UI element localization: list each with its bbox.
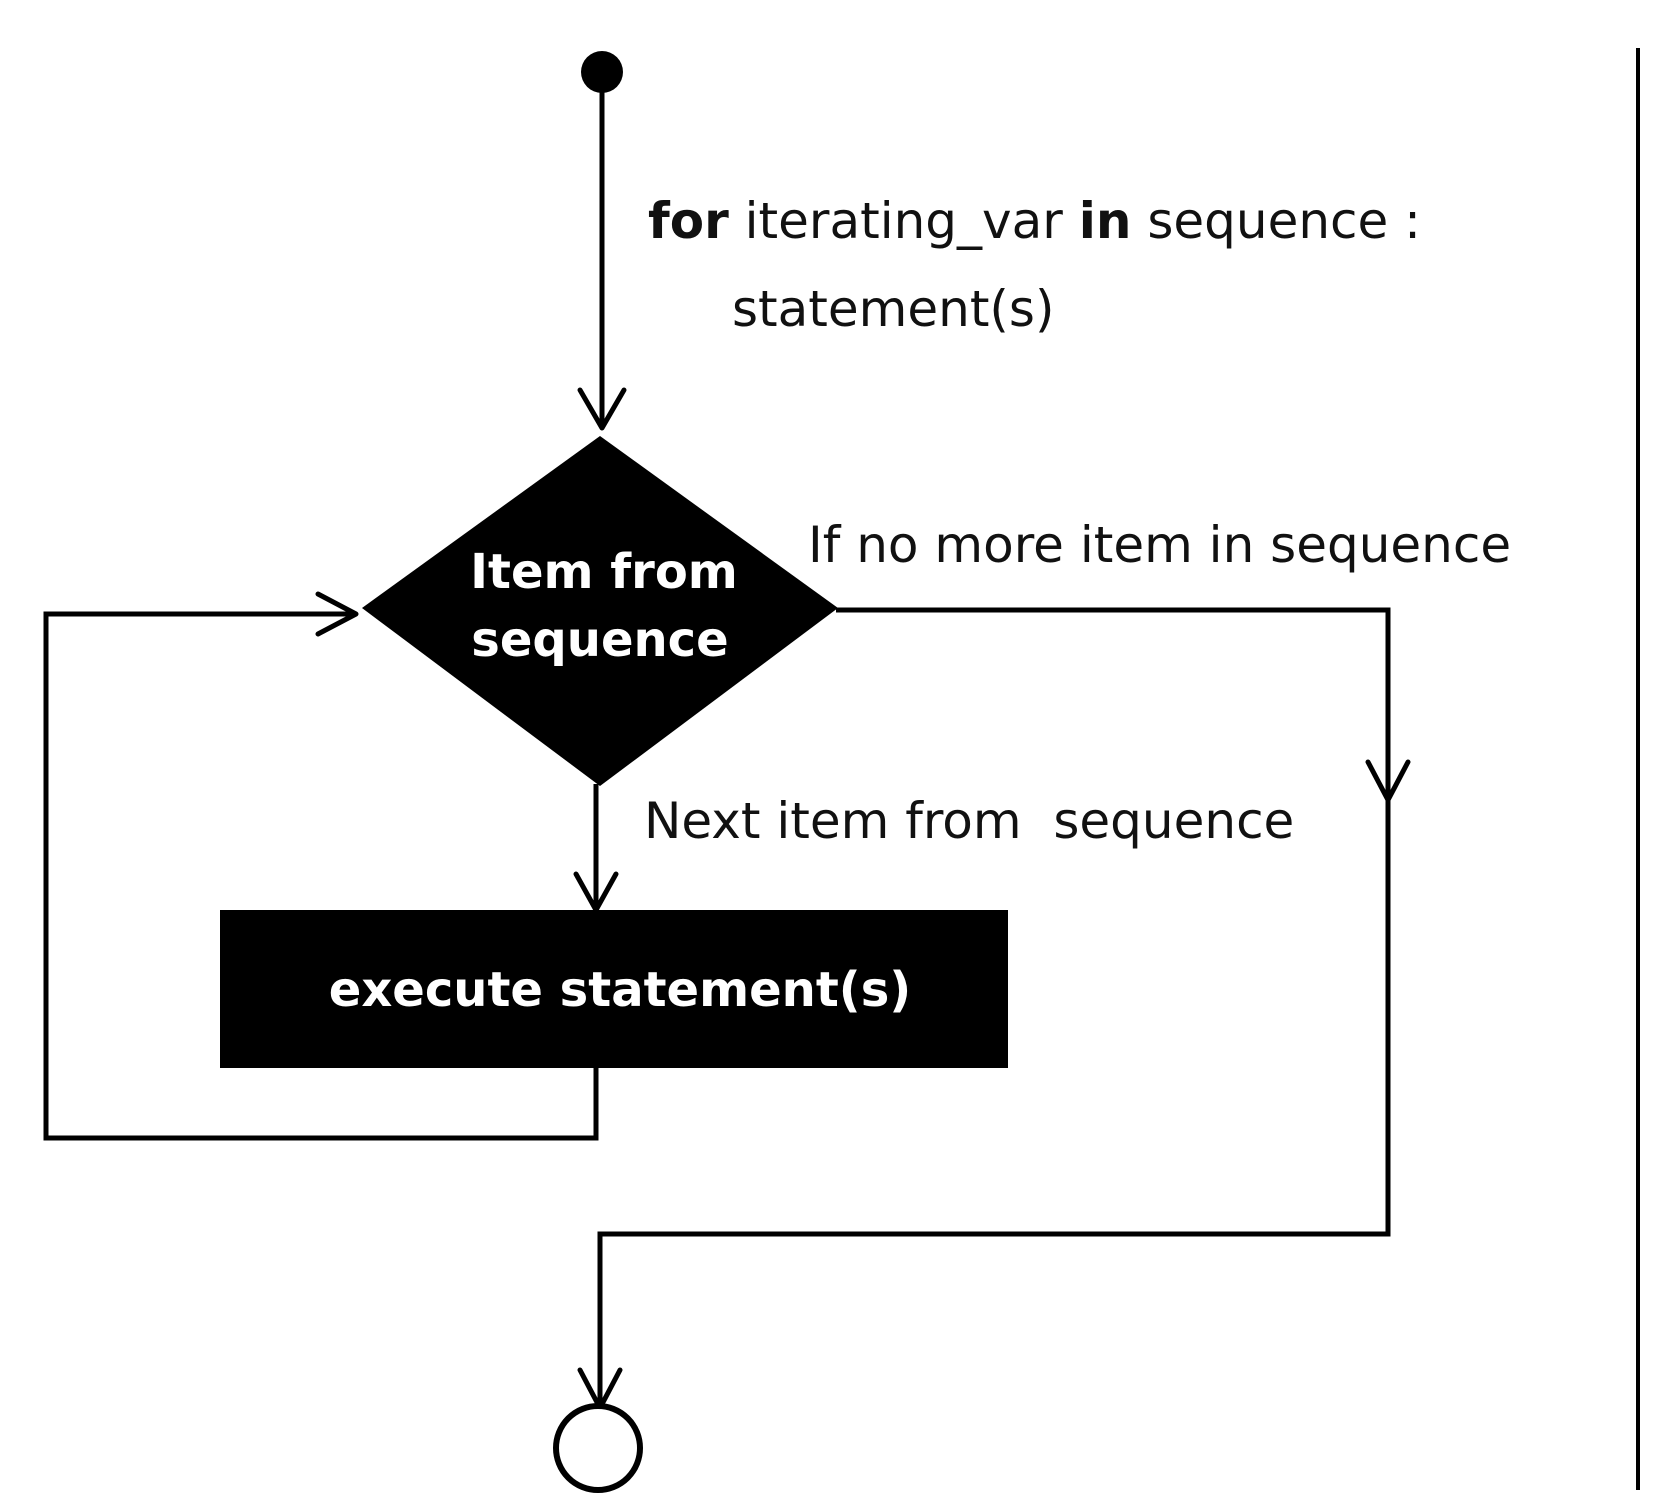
decision-diamond	[362, 436, 838, 786]
exit-edge	[597, 607, 1391, 1414]
exit-edge-arrowhead	[1365, 759, 1411, 803]
start-to-decision-arrowhead	[577, 387, 627, 431]
code-keyword-in: in	[1079, 192, 1132, 250]
code-keyword-for: for	[648, 192, 729, 250]
loop-back-edge	[43, 611, 599, 1141]
code-sequence-colon: sequence :	[1131, 192, 1421, 250]
decision-label-line1: Item from	[470, 544, 738, 600]
process-box	[220, 910, 1008, 1068]
code-iterating-var: iterating_var	[729, 192, 1079, 250]
process-label: execute statement(s)	[329, 962, 911, 1018]
loop-back-arrowhead	[315, 591, 359, 637]
decision-label-line2: sequence	[471, 612, 728, 668]
next-item-edge-label: Next item from sequence	[644, 792, 1294, 850]
exit-edge-label: If no more item in sequence	[808, 516, 1511, 574]
code-line-for: for iterating_var in sequence :	[648, 192, 1421, 250]
start-node	[581, 51, 623, 93]
code-line-body: statement(s)	[732, 280, 1055, 338]
end-node	[553, 1403, 643, 1493]
